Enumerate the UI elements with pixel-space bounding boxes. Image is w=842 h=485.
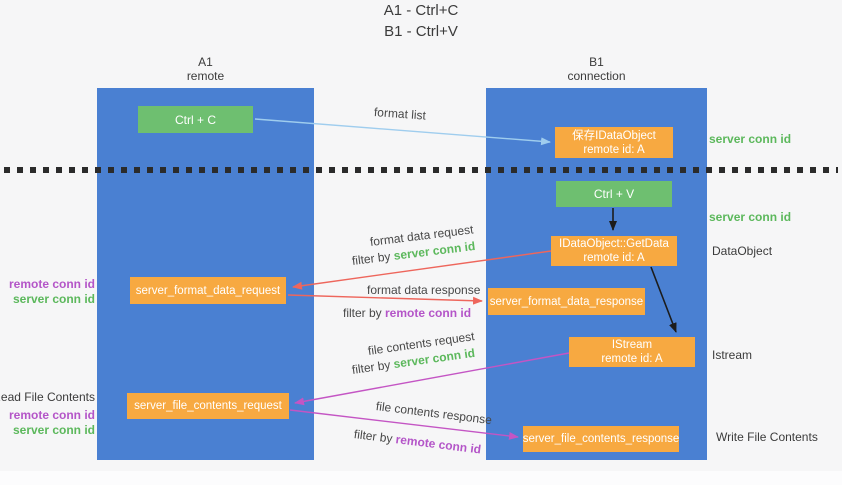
- save-idataobject-line1: 保存IDataObject: [572, 129, 656, 142]
- format-data-response-label: format data response: [367, 283, 481, 297]
- title-line-2: B1 - Ctrl+V: [384, 23, 458, 40]
- istream-line2: remote id: A: [601, 353, 663, 365]
- getdata-line1: IDataObject::GetData: [559, 238, 669, 250]
- filter-key-remote-conn-id-4: remote conn id: [394, 432, 482, 457]
- machine-boundary-dotted-line: [4, 167, 838, 173]
- file-request-label: server_file_contents_request: [134, 400, 282, 412]
- file-contents-response-label: file contents response: [375, 399, 493, 428]
- left-conn-ids-block1: remote conn id server conn id: [9, 277, 95, 307]
- column-b1-name: B1: [589, 55, 604, 69]
- format-response-label: server_format_data_response: [489, 295, 644, 308]
- column-a1-subtitle: remote: [186, 69, 225, 83]
- istream-line1: IStream: [611, 339, 653, 351]
- save-idataobject-line2: remote id: A: [583, 143, 645, 156]
- column-header-a1: A1 remote: [97, 55, 314, 83]
- server-conn-id-label-1: server conn id: [12, 292, 95, 306]
- write-file-contents-note: Write File Contents: [716, 430, 818, 444]
- istream-node: IStream remote id: A: [569, 337, 695, 367]
- ctrl-c-label: Ctrl + C: [174, 112, 216, 127]
- remote-conn-id-label-1: remote conn id: [8, 277, 95, 291]
- column-header-b1: B1 connection: [486, 55, 707, 83]
- dataobject-note: DataObject: [712, 244, 773, 258]
- column-b1-subtitle: connection: [567, 69, 626, 83]
- read-file-contents-note: Read File Contents: [0, 390, 95, 404]
- istream-note: Istream: [712, 348, 753, 362]
- file-response-label: server_file_contents_response: [522, 433, 680, 445]
- diagram-title: A1 - Ctrl+C B1 - Ctrl+V: [0, 0, 842, 42]
- filter-key-remote-conn-id-2: remote conn id: [385, 306, 472, 320]
- format-request-label: server_format_data_request: [135, 284, 281, 297]
- title-line-1: A1 - Ctrl+C: [383, 2, 459, 19]
- idataobject-getdata-node: IDataObject::GetData remote id: A: [551, 236, 677, 266]
- ctrl-v-node: Ctrl + V: [556, 181, 672, 207]
- server-conn-id-note-mid: server conn id: [709, 210, 792, 224]
- bottom-strip: [0, 471, 842, 485]
- left-conn-ids-block2: remote conn id server conn id: [9, 408, 95, 438]
- ctrl-v-label: Ctrl + V: [593, 187, 635, 201]
- remote-conn-id-label-2: remote conn id: [8, 408, 95, 422]
- ctrl-c-node: Ctrl + C: [138, 106, 253, 133]
- format-data-response-filter: filter by remote conn id: [343, 306, 471, 320]
- column-a1-name: A1: [198, 55, 213, 69]
- server-file-contents-response-node: server_file_contents_response: [523, 426, 679, 452]
- server-format-data-response-node: server_format_data_response: [488, 288, 645, 315]
- file-contents-response-filter: filter by remote conn id: [353, 427, 482, 456]
- save-idataobject-node: 保存IDataObject remote id: A: [555, 127, 673, 158]
- filter-by-text-4: filter by: [353, 427, 397, 447]
- filter-by-text-2: filter by: [343, 306, 386, 320]
- server-file-contents-request-node: server_file_contents_request: [127, 393, 289, 419]
- filter-by-text-3: filter by: [351, 357, 395, 377]
- server-format-data-request-node: server_format_data_request: [130, 277, 286, 304]
- format-list-label: format list: [373, 105, 427, 123]
- filter-by-text-1: filter by: [351, 248, 395, 268]
- getdata-line2: remote id: A: [583, 252, 645, 264]
- server-conn-id-label-2: server conn id: [12, 423, 95, 437]
- server-conn-id-note-top: server conn id: [709, 132, 792, 146]
